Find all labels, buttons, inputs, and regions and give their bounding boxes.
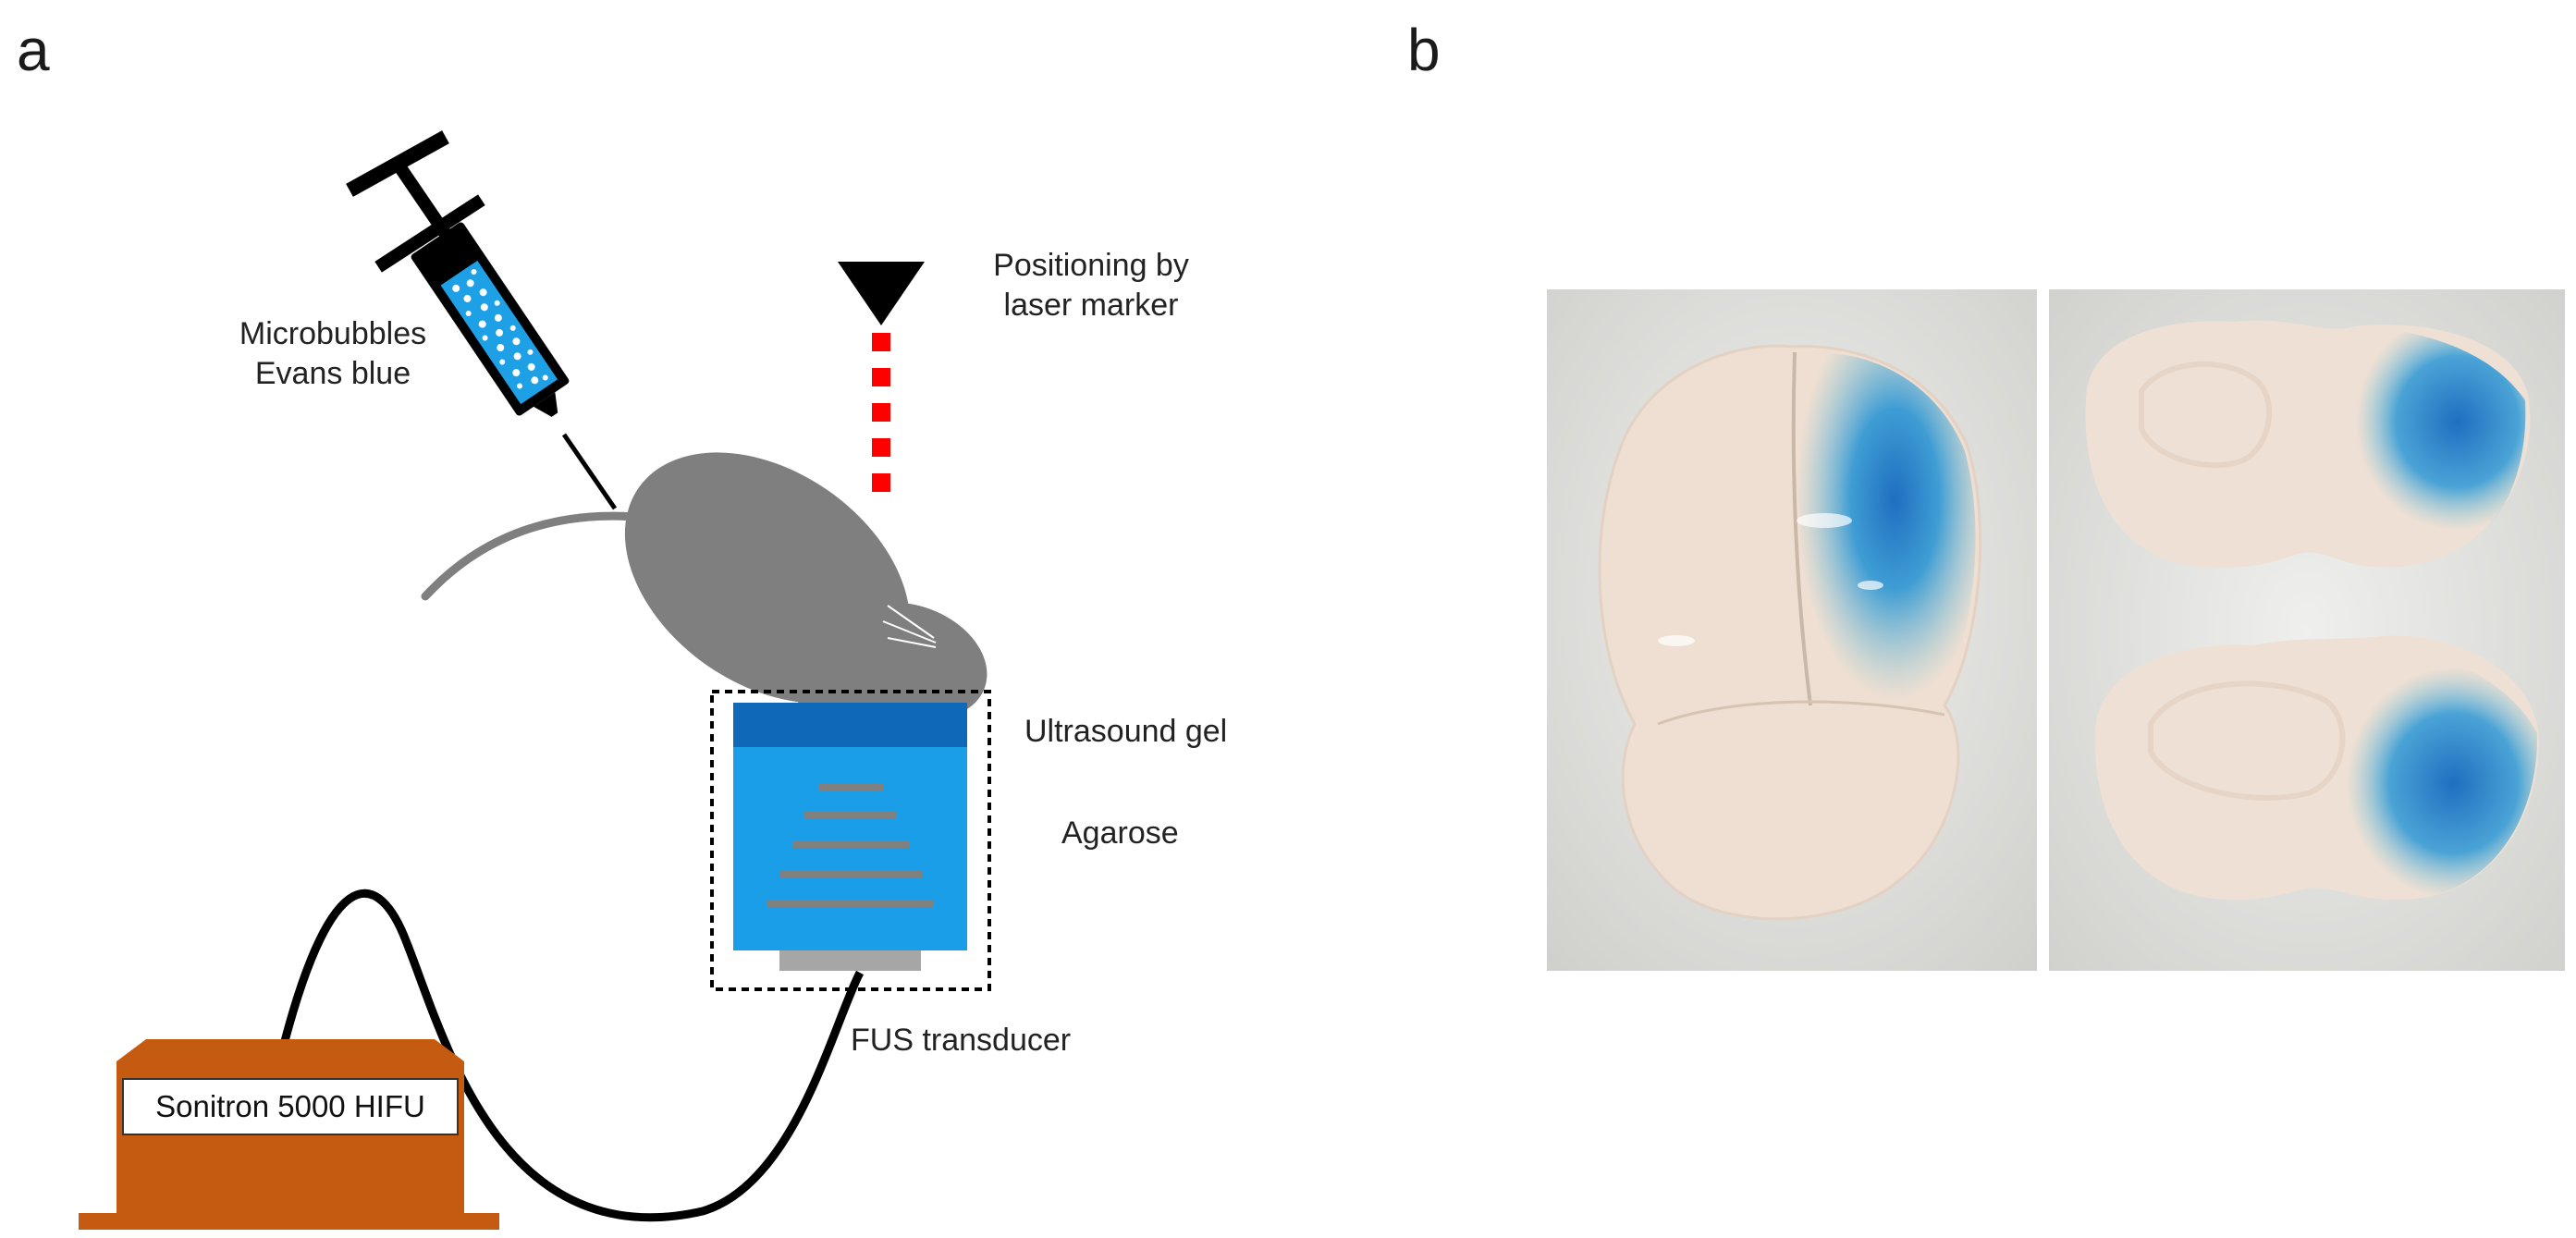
syringe-icon <box>346 130 618 510</box>
laser-beam-dashes <box>872 333 890 492</box>
laser-marker-icon <box>838 262 925 492</box>
fus-transducer-assembly <box>710 690 991 991</box>
transducer-element <box>779 950 921 971</box>
microbubbles-label-line2: Evans blue <box>254 355 411 391</box>
hifu-device-label: Sonitron 5000 HIFU <box>122 1078 459 1135</box>
panel-a-letter: a <box>17 17 50 83</box>
whole-brain-photo <box>1547 289 2037 971</box>
cable <box>280 889 864 1222</box>
panel-b-letter: b <box>1407 17 1441 83</box>
laser-marker-label: Positioning by laser marker <box>952 246 1230 325</box>
microbubbles-label: Microbubbles Evans blue <box>213 314 453 393</box>
mouse-icon <box>421 452 987 738</box>
agarose-label: Agarose <box>1061 815 1179 851</box>
ultrasound-wave-lines <box>767 784 934 908</box>
coronal-slices-photo <box>2049 289 2565 971</box>
ultrasound-gel-label: Ultrasound gel <box>1024 714 1228 749</box>
fus-transducer-label: FUS transducer <box>851 1023 1072 1058</box>
ultrasound-gel-layer <box>733 703 967 747</box>
laser-label-line1: Positioning by <box>993 248 1189 283</box>
experimental-setup-diagram <box>79 130 991 1230</box>
microbubbles-label-line1: Microbubbles <box>239 316 427 351</box>
laser-label-line2: laser marker <box>1003 287 1179 323</box>
